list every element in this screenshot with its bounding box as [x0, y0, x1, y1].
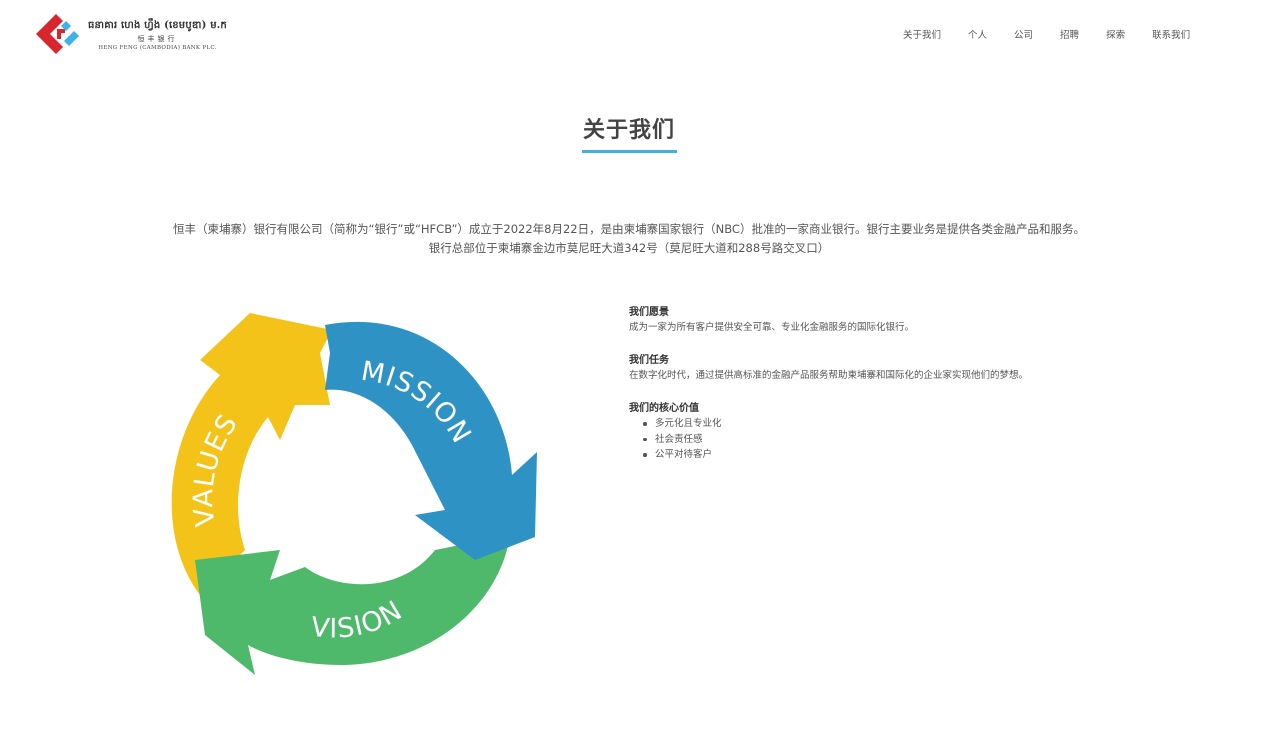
logo-chinese-name: 恒丰银行 [137, 34, 178, 43]
mission-heading: 我们任务 [629, 355, 669, 366]
values-block: 我们的核心价值 多元化且专业化 社会责任感 公平对待客户 [629, 402, 1149, 463]
values-list-item: 多元化且专业化 [643, 416, 1149, 432]
page-title: 关于我们 [582, 118, 675, 143]
logo-english-name: HENG FENG (CAMBODIA) BANK PLC. [98, 44, 217, 51]
values-heading: 我们的核心价值 [629, 403, 699, 414]
title-underline [582, 150, 677, 153]
values-list-item: 社会责任感 [643, 432, 1149, 448]
vision-block: 我们愿景 成为一家为所有客户提供安全可靠、专业化金融服务的国际化银行。 [629, 306, 1149, 336]
logo-khmer-name: ធនាគារ ហេង ហ្វឹង (ខេមបូឌា) ម.ក [88, 19, 227, 31]
intro-paragraph: 恒丰（柬埔寨）银行有限公司（简称为“银行”或“HFCB”）成立于2022年8月2… [0, 220, 1258, 258]
logo-mark-icon [36, 11, 82, 57]
vision-heading: 我们愿景 [629, 307, 669, 318]
mission-block: 我们任务 在数字化时代，通过提供高标准的金融产品服务帮助柬埔寨和国际化的企业家实… [629, 354, 1149, 384]
nav-item-explore[interactable]: 探索 [1106, 30, 1126, 41]
vision-text: 成为一家为所有客户提供安全可靠、专业化金融服务的国际化银行。 [629, 322, 915, 333]
values-list-item: 公平对待客户 [643, 447, 1149, 463]
site-header: ធនាគារ ហេង ហ្វឹង (ខេមបូឌា) ម.ក 恒丰银行 HENG… [0, 0, 1280, 66]
nav-item-contact-us[interactable]: 联系我们 [1152, 30, 1191, 41]
values-list: 多元化且专业化 社会责任感 公平对待客户 [629, 416, 1149, 463]
bank-logo[interactable]: ធនាគារ ហេង ហ្វឹង (ខេមបូឌា) ម.ក 恒丰银行 HENG… [36, 11, 227, 57]
mission-vision-values-diagram: MISSION VISION VALUES [160, 305, 545, 680]
cycle-arrows-icon: MISSION VISION VALUES [171, 313, 537, 675]
mission-text: 在数字化时代，通过提供高标准的金融产品服务帮助柬埔寨和国际化的企业家实现他们的梦… [629, 370, 1029, 381]
info-section: 我们愿景 成为一家为所有客户提供安全可靠、专业化金融服务的国际化银行。 我们任务… [629, 306, 1149, 481]
nav-item-personal[interactable]: 个人 [968, 30, 988, 41]
intro-line-1: 恒丰（柬埔寨）银行有限公司（简称为“银行”或“HFCB”）成立于2022年8月2… [173, 222, 1085, 236]
nav-item-about-us[interactable]: 关于我们 [903, 30, 942, 41]
intro-line-2: 银行总部位于柬埔寨金边市莫尼旺大道342号（莫尼旺大道和288号路交叉口） [428, 241, 830, 255]
nav-item-careers[interactable]: 招聘 [1060, 30, 1080, 41]
main-nav: 关于我们 个人 公司 招聘 探索 联系我们 [903, 27, 1190, 41]
nav-item-corporate[interactable]: 公司 [1014, 30, 1034, 41]
